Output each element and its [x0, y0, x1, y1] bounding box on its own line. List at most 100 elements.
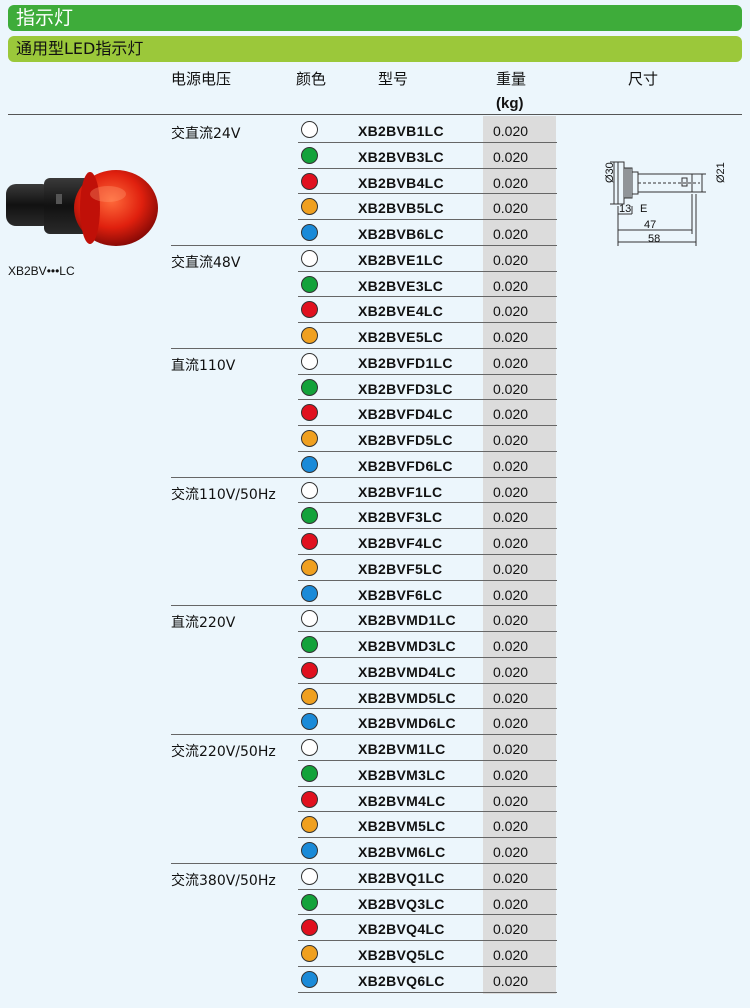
model-number: XB2BVFD3LC — [358, 380, 453, 397]
weight-value: 0.020 — [493, 406, 529, 423]
row-divider — [298, 914, 557, 916]
weight-value: 0.020 — [493, 277, 529, 294]
white-color-dot-icon — [301, 610, 318, 628]
weight-value: 0.020 — [493, 638, 529, 654]
model-number: XB2BVFD4LC — [358, 406, 453, 423]
row-divider — [298, 940, 557, 941]
model-number: XB2BVQ3LC — [358, 895, 445, 912]
model-number: XB2BVMD1LC — [358, 612, 456, 629]
weight-value: 0.020 — [493, 200, 529, 217]
weight-value: 0.020 — [493, 663, 529, 680]
weight-value: 0.020 — [493, 792, 529, 809]
model-number: XB2BVMD4LC — [358, 663, 456, 680]
weight-value: 0.020 — [493, 612, 529, 629]
voltage-label: 直流110V — [171, 357, 236, 374]
row-divider — [298, 837, 557, 838]
weight-value: 0.020 — [493, 380, 529, 397]
row-divider — [298, 785, 557, 787]
weight-value: 0.020 — [493, 895, 529, 912]
red-color-dot-icon — [301, 661, 318, 679]
orange-color-dot-icon — [301, 687, 318, 705]
voltage-label: 交直流48V — [171, 254, 241, 271]
model-number: XB2BVB1LC — [358, 123, 444, 139]
weight-value: 0.020 — [493, 123, 529, 139]
blue-color-dot-icon — [301, 584, 318, 602]
group-divider — [171, 734, 557, 735]
row-divider — [298, 811, 557, 813]
row-divider — [298, 965, 557, 967]
model-number: XB2BVM4LC — [358, 792, 446, 809]
voltage-label: 交直流24V — [171, 126, 241, 142]
weight-value: 0.020 — [493, 947, 529, 963]
model-number: XB2BVM1LC — [358, 741, 446, 757]
section-title: 指示灯 — [8, 5, 742, 31]
indicator-light-photo — [6, 170, 158, 246]
white-color-dot-icon — [301, 739, 318, 756]
blue-color-dot-icon — [301, 224, 318, 241]
model-number: XB2BVM6LC — [358, 844, 446, 860]
blue-color-dot-icon — [301, 455, 318, 473]
row-divider — [298, 167, 557, 169]
model-number: XB2BVMD3LC — [358, 638, 456, 654]
weight-value: 0.020 — [493, 535, 529, 551]
blue-color-dot-icon — [301, 970, 318, 988]
weight-value: 0.020 — [493, 483, 529, 500]
weight-value: 0.020 — [493, 586, 529, 603]
green-color-dot-icon — [301, 275, 318, 293]
model-number: XB2BVE4LC — [358, 303, 444, 320]
column-header-weight-unit: (kg) — [496, 95, 524, 112]
green-color-dot-icon — [301, 636, 318, 653]
dim-47: 47 — [644, 219, 656, 231]
model-number: XB2BVMD5LC — [358, 689, 456, 706]
green-color-dot-icon — [301, 764, 318, 782]
white-color-dot-icon — [301, 352, 318, 370]
model-number: XB2BVB6LC — [358, 226, 444, 242]
header-divider — [8, 114, 742, 115]
dim-label-e: E — [640, 203, 647, 215]
model-number: XB2BVQ1LC — [358, 869, 445, 886]
weight-value: 0.020 — [493, 844, 529, 860]
voltage-label: 直流220V — [171, 615, 236, 632]
orange-color-dot-icon — [301, 816, 318, 834]
row-divider — [298, 502, 557, 504]
orange-color-dot-icon — [301, 430, 318, 447]
voltage-label: 交流110V/50Hz — [171, 486, 276, 503]
model-number: XB2BVQ6LC — [358, 972, 445, 989]
green-color-dot-icon — [301, 893, 318, 911]
row-divider — [298, 399, 557, 401]
row-divider — [298, 296, 557, 298]
row-divider — [298, 270, 557, 272]
model-number: XB2BVF3LC — [358, 509, 443, 526]
model-number: XB2BVQ4LC — [358, 921, 445, 938]
model-number: XB2BVF6LC — [358, 586, 443, 603]
white-color-dot-icon — [301, 249, 318, 267]
orange-color-dot-icon — [301, 327, 318, 344]
dimension-drawing: Ø30 Ø21 13 E 47 58 — [604, 161, 727, 246]
product-caption: XB2BV•••LC — [8, 264, 75, 278]
group-divider — [171, 347, 557, 349]
row-divider — [298, 682, 557, 684]
red-color-dot-icon — [301, 172, 318, 190]
model-number: XB2BVE5LC — [358, 329, 444, 345]
column-header-color: 颜色 — [296, 70, 327, 88]
weight-value: 0.020 — [493, 251, 529, 268]
row-divider — [298, 579, 557, 581]
weight-value: 0.020 — [493, 226, 529, 242]
weight-value: 0.020 — [493, 303, 529, 320]
voltage-label: 交流380V/50Hz — [171, 872, 276, 889]
group-divider — [171, 862, 557, 864]
model-number: XB2BVFD6LC — [358, 457, 453, 474]
weight-value: 0.020 — [493, 741, 529, 757]
red-color-dot-icon — [301, 301, 318, 319]
red-color-dot-icon — [301, 533, 318, 550]
orange-color-dot-icon — [301, 198, 318, 216]
weight-value: 0.020 — [493, 509, 529, 526]
weight-value: 0.020 — [493, 818, 529, 835]
voltage-label: 交流220V/50Hz — [171, 744, 276, 760]
row-divider — [298, 528, 557, 529]
model-number: XB2BVE1LC — [358, 251, 444, 268]
red-color-dot-icon — [301, 790, 318, 808]
model-number: XB2BVM5LC — [358, 818, 446, 835]
row-divider — [298, 708, 557, 710]
model-number: XB2BVB3LC — [358, 148, 444, 165]
